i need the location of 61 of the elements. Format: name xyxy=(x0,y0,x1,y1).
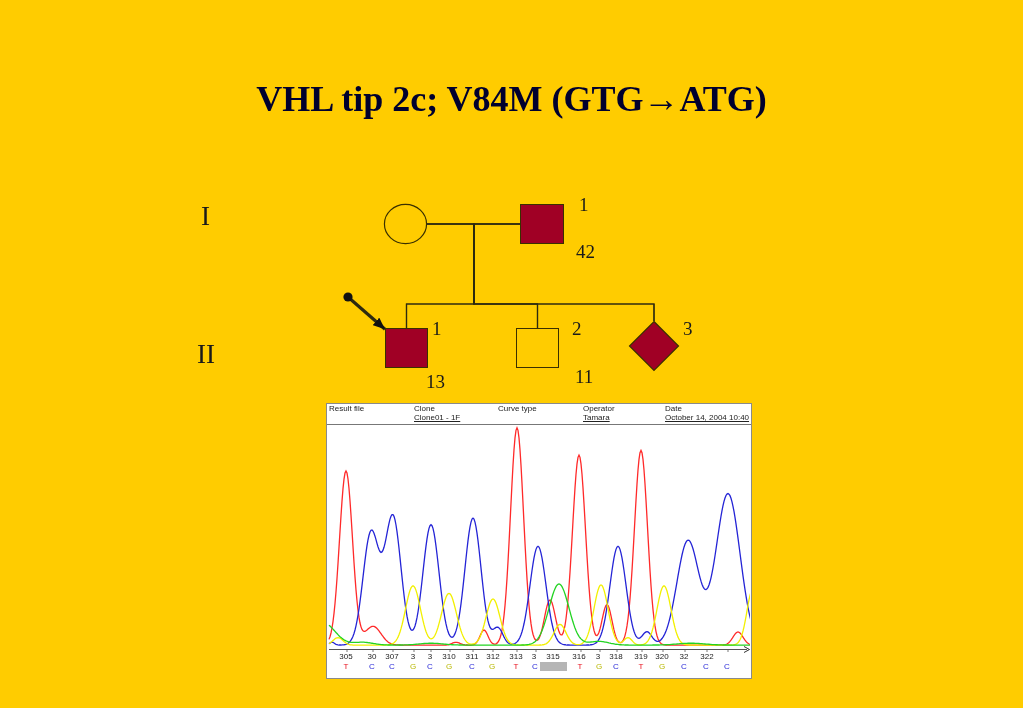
base-call-letter: C xyxy=(703,663,709,671)
base-call-letter: G xyxy=(658,663,666,671)
pedigree-number: 3 xyxy=(683,319,693,338)
base-call-letter: C xyxy=(427,663,433,671)
base-position-number: 307 xyxy=(385,653,399,661)
base-position-number: 322 xyxy=(700,653,714,661)
column-value: October 14, 2004 10:40 xyxy=(665,414,750,422)
base-call-letter: C xyxy=(532,663,538,671)
pointer-arrow xyxy=(343,292,387,331)
pedigree-number: 1 xyxy=(579,195,589,214)
base-call-letter: C xyxy=(469,663,475,671)
base-position-number: 310 xyxy=(442,653,456,661)
relationship-line xyxy=(473,223,655,322)
base-call-letter: C xyxy=(389,663,395,671)
square-symbol xyxy=(516,328,559,368)
base-call-letter: G xyxy=(409,663,417,671)
column-value: Clone01 - 1F xyxy=(414,414,461,422)
pedigree-number: 11 xyxy=(575,367,594,386)
base-call-letter: G xyxy=(595,663,603,671)
column-heading: Date xyxy=(665,405,682,413)
base-call-letter: C xyxy=(681,663,687,671)
base-call-letter: C xyxy=(613,663,619,671)
base-call-letter: G xyxy=(488,663,496,671)
base-position-number: 319 xyxy=(634,653,648,661)
square-symbol xyxy=(520,204,564,244)
base-position-number: 320 xyxy=(655,653,669,661)
pedigree-number: 13 xyxy=(426,372,445,391)
base-position-number: 315 xyxy=(546,653,560,661)
base-position-number: 318 xyxy=(609,653,623,661)
base-position-number: 313 xyxy=(509,653,523,661)
pedigree-number: 2 xyxy=(572,319,582,338)
base-call-letter: T xyxy=(638,663,644,671)
base-call-letter: T xyxy=(343,663,349,671)
base-position-number: 311 xyxy=(465,653,479,661)
title: VHL tip 2c; V84M (GTG→ATG) xyxy=(256,78,767,120)
base-position-number: 305 xyxy=(339,653,353,661)
base-call-letter: G xyxy=(445,663,453,671)
pedigree-number: 1 xyxy=(432,319,442,338)
base-position-number: 30 xyxy=(367,653,377,661)
pedigree-number: 42 xyxy=(576,242,595,261)
column-heading: Clone xyxy=(414,405,435,413)
base-call-letter: T xyxy=(513,663,519,671)
square-symbol xyxy=(385,328,428,368)
column-value: Tamara xyxy=(583,414,610,422)
base-position-number: 3 xyxy=(410,653,416,661)
generation-label: II xyxy=(197,341,215,368)
base-position-number: 3 xyxy=(595,653,601,661)
base-call-letter: T xyxy=(577,663,583,671)
base-position-number: 316 xyxy=(572,653,586,661)
diamond-symbol xyxy=(629,321,679,371)
column-heading: Result file xyxy=(329,405,365,413)
base-call-letter: C xyxy=(369,663,375,671)
generation-label: I xyxy=(201,203,210,230)
circle-symbol xyxy=(384,204,427,244)
column-heading: Operator xyxy=(583,405,615,413)
base-position-number: 32 xyxy=(679,653,689,661)
base-position-number: 3 xyxy=(427,653,433,661)
base-call-letter: C xyxy=(724,663,730,671)
base-position-number: 3 xyxy=(531,653,537,661)
base-position-number: 312 xyxy=(486,653,500,661)
column-heading: Curve type xyxy=(498,405,537,413)
